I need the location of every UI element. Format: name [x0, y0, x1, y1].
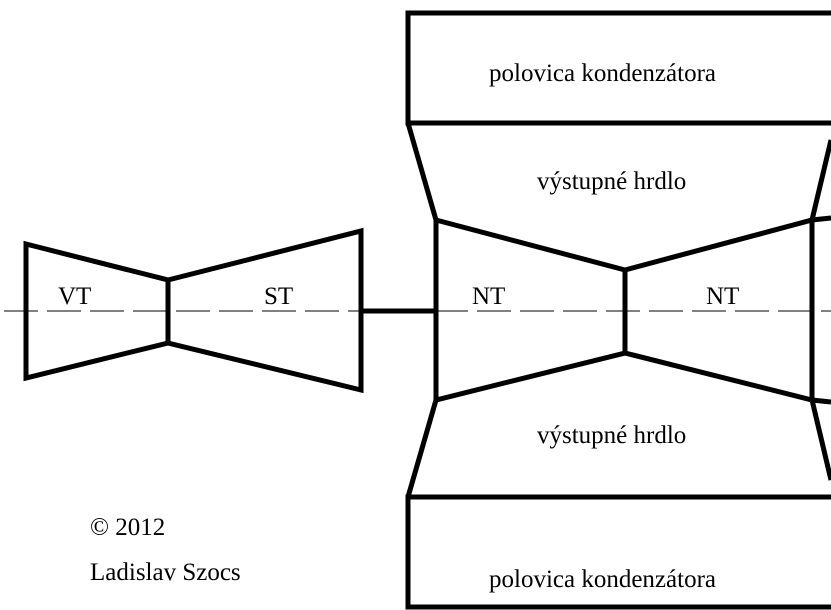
exhaust-neck-bottom-label: výstupné hrdlo — [537, 422, 686, 449]
lp-turbine-left-section — [433, 216, 628, 404]
exhaust-neck-top-left-wall — [405, 122, 439, 221]
hp-turbine-label: VT — [58, 283, 91, 310]
exhaust-neck-bottom-right-wall — [809, 399, 831, 481]
author-name: Ladislav Szocs — [90, 559, 241, 586]
condenser-top-box — [405, 10, 831, 126]
ip-turbine-section — [165, 227, 364, 394]
ip-turbine-label: ST — [264, 283, 293, 310]
lp-turbine-right-section — [622, 215, 831, 405]
condenser-bottom-label: polovica kondenzátora — [489, 566, 716, 593]
exhaust-neck-top-right-wall — [809, 139, 831, 221]
exhaust-neck-bottom-left-wall — [405, 399, 439, 498]
lp-turbine-left-label: NT — [472, 283, 505, 310]
copyright-text: © 2012 — [90, 514, 166, 541]
exhaust-neck-top-label: výstupné hrdlo — [537, 168, 686, 195]
condenser-bottom-box — [405, 494, 831, 610]
lp-turbine-right-label: NT — [706, 283, 739, 310]
condenser-top-label: polovica kondenzátora — [489, 60, 716, 87]
